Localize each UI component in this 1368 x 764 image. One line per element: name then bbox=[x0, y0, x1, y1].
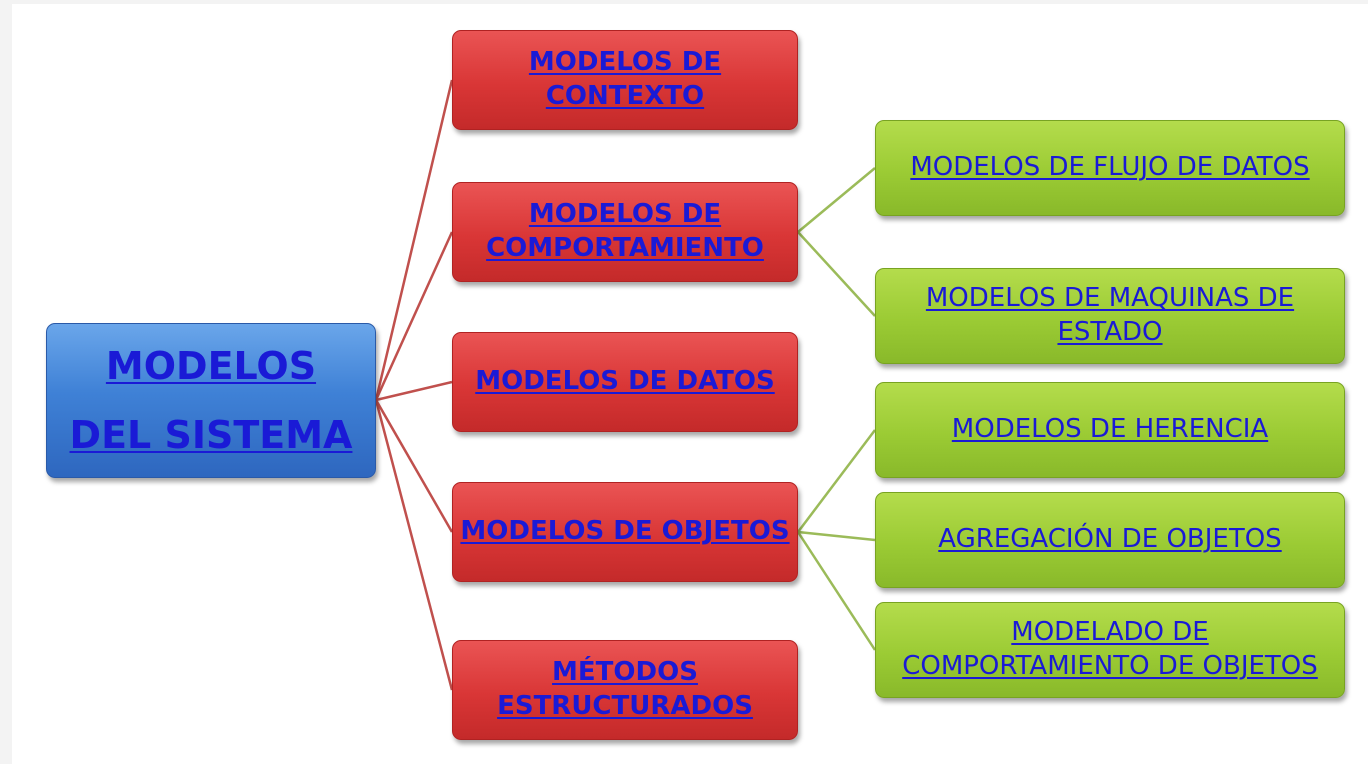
node-modelos-de-contexto[interactable]: MODELOS DE CONTEXTO bbox=[452, 30, 798, 130]
connector-root-metodos bbox=[374, 399, 454, 691]
node-link[interactable]: MODELADO DE COMPORTAMIENTO DE OBJETOS bbox=[902, 617, 1318, 681]
node-link[interactable]: MODELOS DE COMPORTAMIENTO bbox=[486, 199, 764, 263]
node-modelos-de-maquinas-de-estado[interactable]: MODELOS DE MAQUINAS DE ESTADO bbox=[875, 268, 1345, 364]
node-link[interactable]: MÉTODOS ESTRUCTURADOS bbox=[497, 657, 753, 721]
node-link[interactable]: MODELOS DE FLUJO DE DATOS bbox=[910, 152, 1310, 183]
node-link[interactable]: MODELOS DE OBJETOS bbox=[460, 516, 790, 547]
root-node-modelos-del-sistema[interactable]: MODELOS DEL SISTEMA bbox=[46, 323, 376, 478]
connector-objetos-agregacion bbox=[797, 530, 876, 542]
node-link[interactable]: MODELOS DE HERENCIA bbox=[951, 414, 1269, 445]
node-modelos-de-objetos[interactable]: MODELOS DE OBJETOS bbox=[452, 482, 798, 582]
connector-root-contexto bbox=[374, 79, 454, 401]
connector-comportamiento-flujo bbox=[797, 167, 876, 233]
connector-root-datos bbox=[375, 380, 453, 402]
node-modelos-de-comportamiento[interactable]: MODELOS DE COMPORTAMIENTO bbox=[452, 182, 798, 282]
node-modelos-de-datos[interactable]: MODELOS DE DATOS bbox=[452, 332, 798, 432]
connector-objetos-modelado bbox=[796, 531, 877, 651]
node-link[interactable]: MODELOS DE CONTEXTO bbox=[528, 47, 722, 111]
node-metodos-estructurados[interactable]: MÉTODOS ESTRUCTURADOS bbox=[452, 640, 798, 740]
node-modelos-de-flujo-de-datos[interactable]: MODELOS DE FLUJO DE DATOS bbox=[875, 120, 1345, 216]
node-agregacion-de-objetos[interactable]: AGREGACIÓN DE OBJETOS bbox=[875, 492, 1345, 588]
node-link[interactable]: AGREGACIÓN DE OBJETOS bbox=[938, 524, 1282, 555]
connector-root-objetos bbox=[374, 399, 454, 533]
node-link[interactable]: MODELOS DE DATOS bbox=[475, 366, 775, 397]
node-modelos-de-herencia[interactable]: MODELOS DE HERENCIA bbox=[875, 382, 1345, 478]
connector-root-comportamiento bbox=[374, 231, 454, 401]
connector-comportamiento-maquinas bbox=[797, 231, 876, 317]
root-node-link[interactable]: MODELOS DEL SISTEMA bbox=[69, 344, 353, 457]
connector-objetos-herencia bbox=[797, 429, 876, 533]
node-link[interactable]: MODELOS DE MAQUINAS DE ESTADO bbox=[925, 283, 1295, 347]
node-modelado-de-comportamiento-de-objetos[interactable]: MODELADO DE COMPORTAMIENTO DE OBJETOS bbox=[875, 602, 1345, 698]
